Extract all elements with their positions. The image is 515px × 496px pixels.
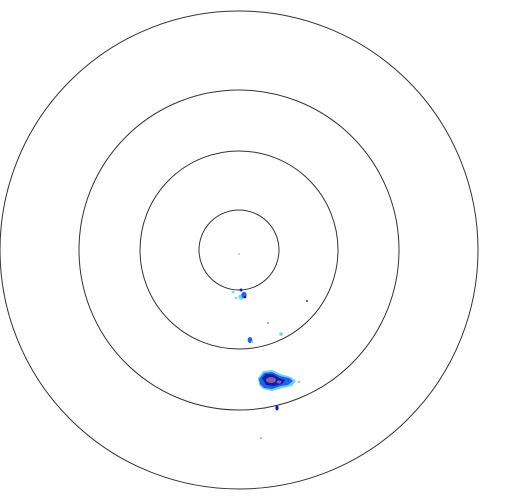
range-ring-4 (0, 10, 479, 490)
echo-speck (305, 299, 309, 303)
echo-speck (275, 405, 279, 411)
echo-cell-north (231, 288, 247, 300)
range-ring-2 (139, 150, 339, 350)
echo-speck (262, 349, 264, 351)
radar-center-marker (238, 253, 240, 255)
echo-cell-middle (247, 337, 253, 343)
range-rings (0, 10, 479, 490)
echo-speck (267, 322, 269, 324)
range-ring-1 (198, 209, 280, 291)
echo-cell-main (258, 370, 296, 391)
range-ring-3 (78, 89, 400, 411)
echo-speck (297, 380, 301, 384)
precipitation-echoes (231, 288, 309, 439)
echo-speck (260, 437, 262, 439)
echo-speck (279, 332, 283, 336)
